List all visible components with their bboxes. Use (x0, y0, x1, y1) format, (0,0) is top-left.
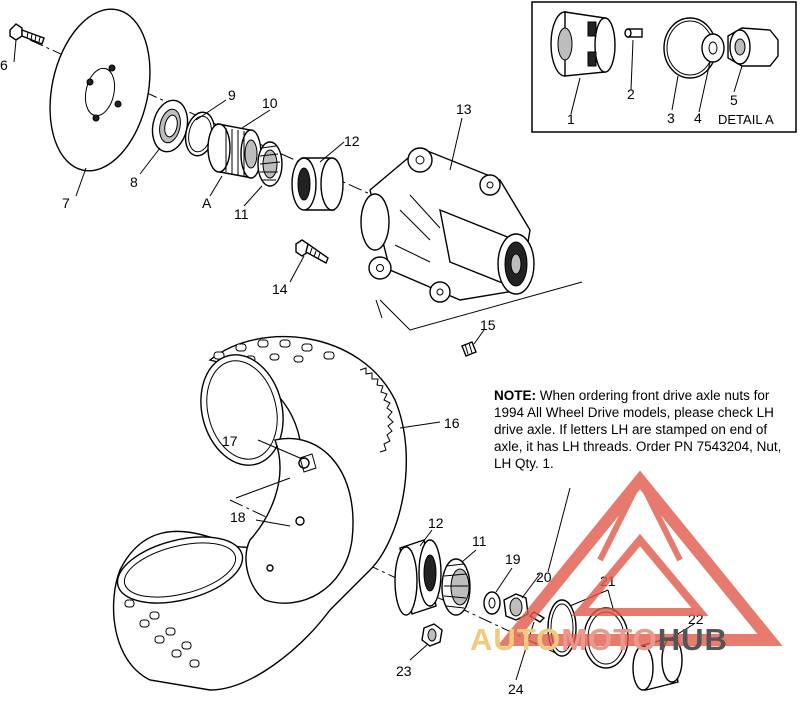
detail-a-parts (550, 11, 779, 115)
callout-3: 3 (667, 110, 675, 126)
part-20-nut (503, 593, 529, 621)
part-9-ring (184, 111, 216, 157)
callout-4: 4 (694, 110, 702, 126)
callout-20: 20 (536, 569, 552, 585)
part-11-bearing-upper (257, 141, 283, 187)
callout-13: 13 (456, 101, 472, 117)
part-16-tire (112, 335, 407, 691)
callout-12-lower: 12 (428, 515, 444, 531)
part-6-bolt (9, 23, 45, 45)
callout-1: 1 (567, 111, 575, 127)
watermark-moto: MOTO (561, 622, 658, 657)
callout-24: 24 (508, 681, 524, 697)
watermark-logo (497, 470, 783, 646)
part-23-nut (421, 623, 443, 647)
callout-7: 7 (62, 195, 70, 211)
callout-17: 17 (222, 433, 238, 449)
part-rim (245, 437, 354, 604)
watermark-text: AUTOMOTOHUB (470, 622, 728, 658)
note-heading: NOTE: (494, 388, 536, 403)
part-12-race-lower (394, 539, 442, 616)
callout-15: 15 (480, 317, 496, 333)
watermark-hub: HUB (657, 622, 728, 657)
callout-14: 14 (272, 281, 288, 297)
callout-2: 2 (627, 86, 635, 102)
callout-16: 16 (444, 415, 460, 431)
part-13-hub (360, 147, 535, 303)
note-body: When ordering front drive axle nuts for … (494, 388, 782, 471)
callout-9: 9 (228, 87, 236, 103)
detail-a-label: DETAIL A (718, 112, 774, 127)
watermark-auto: AUTO (470, 622, 562, 657)
callout-A: A (202, 195, 212, 211)
hub-to-wheel-leader (379, 281, 583, 331)
detail-a-frame (531, 1, 797, 133)
callout-11-lower: 11 (472, 533, 487, 549)
callout-18: 18 (230, 509, 246, 525)
part-7-brake-disc (49, 8, 151, 172)
hub-leader-2 (375, 299, 383, 319)
ordering-note: NOTE: When ordering front drive axle nut… (494, 387, 794, 472)
part-19-washer (483, 591, 501, 615)
part-14-bolt (295, 239, 329, 264)
callout-6: 6 (0, 57, 8, 73)
callout-5: 5 (730, 92, 738, 108)
part-8-seal (151, 99, 189, 153)
callout-23: 23 (396, 663, 412, 679)
callout-11-upper: 11 (234, 206, 249, 222)
callout-8: 8 (130, 174, 138, 190)
callout-19: 19 (505, 551, 521, 567)
part-11-bearing-lower (441, 558, 471, 616)
callout-12-upper: 12 (344, 133, 360, 149)
part-15-fitting (461, 341, 477, 357)
part-10-cage (207, 123, 262, 179)
part-12-race-upper (291, 157, 344, 211)
callout-10: 10 (262, 95, 278, 111)
